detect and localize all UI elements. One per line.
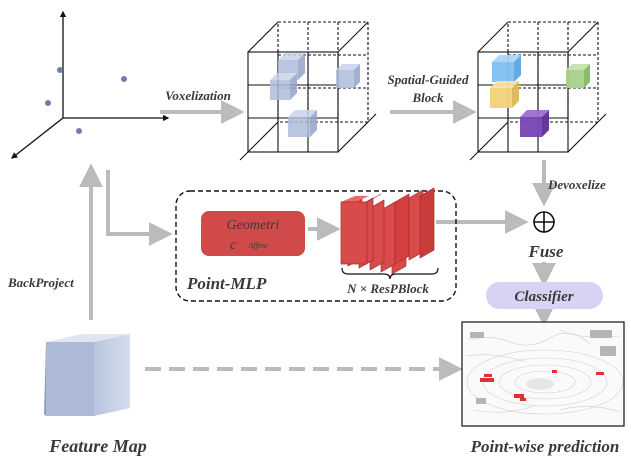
feature-map-cube [44, 334, 130, 416]
voxel-cubes-gray [270, 53, 360, 137]
classifier-pill [486, 282, 603, 309]
devoxelize-label: Devoxelize [547, 177, 606, 192]
fuse-label: Fuse [528, 242, 564, 261]
block-label: Block [411, 90, 444, 105]
point [121, 76, 127, 82]
geometric-label: Geometri [227, 218, 280, 233]
resp-block-label: N × ResPBlock [346, 281, 429, 296]
resp-block-stack [340, 187, 435, 275]
backproject-label: BackProject [7, 275, 74, 290]
point-mlp-box [175, 190, 457, 302]
fuse-operator [533, 211, 555, 233]
point [45, 100, 51, 106]
voxel-grid-2 [469, 21, 607, 161]
point-wise-prediction-label: Point-wise prediction [470, 437, 620, 456]
arrows [79, 100, 556, 381]
prediction-image [461, 321, 625, 427]
affine-label: Affine [247, 241, 268, 250]
voxel-grid-1 [239, 21, 377, 161]
point [76, 128, 82, 134]
geometric-label-tail: c [230, 238, 237, 253]
geometric-affine-block: Geometri c Affine [201, 211, 305, 256]
spatial-guided-label: Spatial-Guided [388, 72, 469, 87]
arrow-to-point-mlp [106, 170, 173, 246]
point-cloud-axes [10, 10, 170, 159]
feature-map-label: Feature Map [48, 436, 147, 456]
labels: Voxelization Spatial-Guided Block Devoxe… [7, 72, 619, 456]
classifier-label: Classifier [514, 289, 573, 305]
point [57, 67, 63, 73]
voxelization-label: Voxelization [165, 88, 231, 103]
resp-block-brace [341, 267, 439, 280]
point-mlp-label: Point-MLP [186, 274, 267, 293]
voxel-cubes-colored [490, 55, 590, 137]
